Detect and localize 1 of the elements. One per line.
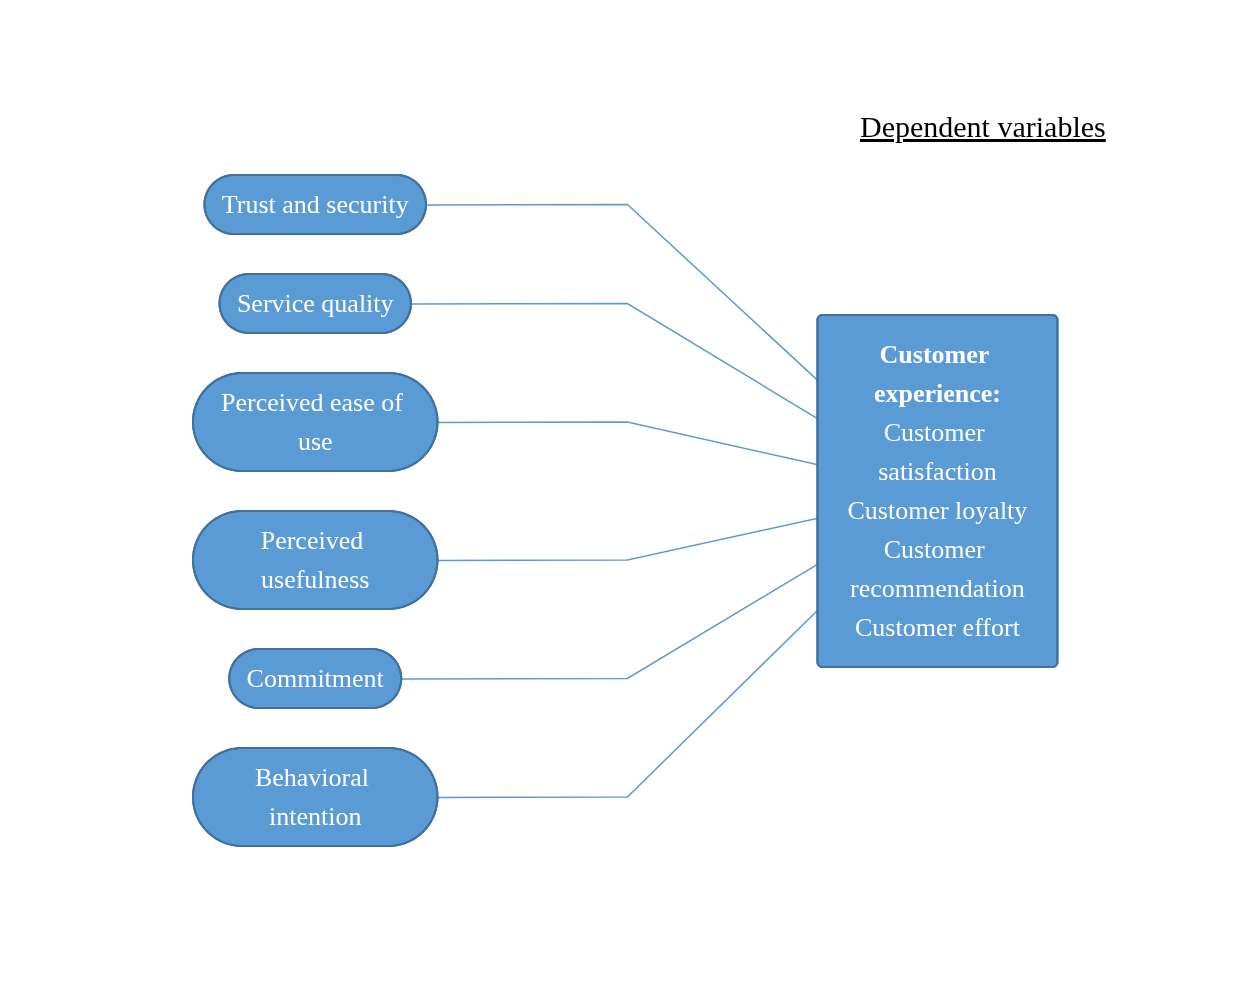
heading-label: Dependent variables <box>860 110 1106 144</box>
